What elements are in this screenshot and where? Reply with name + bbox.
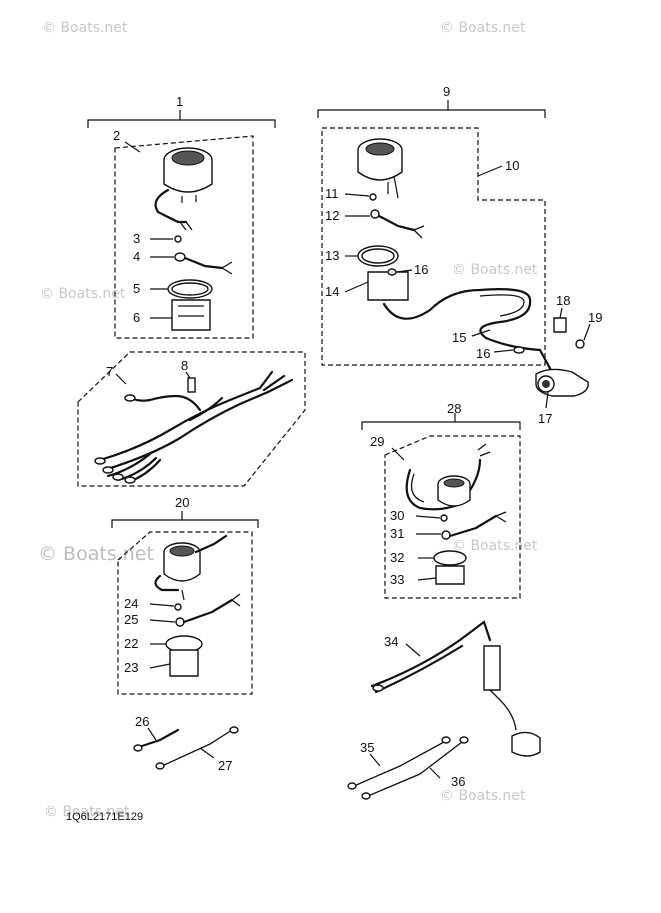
callout-22: 22: [124, 636, 138, 651]
callout-4: 4: [133, 249, 140, 264]
callout-19: 19: [588, 310, 602, 325]
group-35-36: [347, 736, 469, 800]
callout-labels: 1 2 3 4 5 6 7 8 9 10 11 12 13 14 15 16 1…: [106, 84, 602, 789]
callout-12: 12: [325, 208, 339, 223]
callout-7: 7: [106, 364, 113, 379]
callout-6: 6: [133, 310, 140, 325]
callout-36: 36: [451, 774, 465, 789]
callout-9: 9: [443, 84, 450, 99]
wire-harness-icon: [98, 370, 294, 484]
callout-23: 23: [124, 660, 138, 675]
callout-24: 24: [124, 596, 138, 611]
callout-11: 11: [325, 186, 339, 201]
callout-32: 32: [390, 550, 404, 565]
callout-26: 26: [135, 714, 149, 729]
tachometer-icon: [357, 138, 403, 199]
callout-16-upper: 16: [414, 262, 428, 277]
callout-8: 8: [181, 358, 188, 373]
callout-27: 27: [218, 758, 232, 773]
group-1: [87, 110, 276, 339]
callout-25: 25: [124, 612, 138, 627]
group-7: [77, 351, 306, 487]
watermark-mid-right: © Boats.net: [452, 262, 538, 278]
watermark-bottom-right: © Boats.net: [440, 788, 526, 804]
callout-15: 15: [452, 330, 466, 345]
watermarks: © Boats.net © Boats.net © Boats.net © Bo…: [38, 20, 538, 820]
watermark-left-large: © Boats.net: [38, 543, 154, 565]
callout-35: 35: [360, 740, 374, 755]
group-28: [361, 413, 521, 599]
sensor-icon: [535, 307, 591, 409]
callout-14: 14: [325, 284, 339, 299]
group-34: [370, 620, 541, 757]
watermark-bottom-left: © Boats.net: [44, 804, 130, 820]
callout-33: 33: [390, 572, 404, 587]
callout-31: 31: [390, 526, 404, 541]
group-26-27: [133, 726, 239, 770]
watermark-top-right: © Boats.net: [440, 20, 526, 36]
watermark-right-mid: © Boats.net: [452, 538, 538, 554]
callout-1: 1: [176, 94, 183, 109]
callout-18: 18: [556, 293, 570, 308]
callout-5: 5: [133, 281, 140, 296]
callout-29: 29: [370, 434, 384, 449]
gauge-icon: [163, 147, 213, 203]
watermark-mid-left: © Boats.net: [40, 286, 126, 302]
callout-28: 28: [447, 401, 461, 416]
group-20: [111, 511, 259, 695]
callout-16-lower: 16: [476, 346, 490, 361]
callout-13: 13: [325, 248, 339, 263]
watermark-top-left: © Boats.net: [42, 20, 128, 36]
drawing-code: 1Q6L2171E129: [66, 811, 143, 823]
callout-17: 17: [538, 411, 552, 426]
callout-20: 20: [175, 495, 189, 510]
group-9: [317, 100, 554, 374]
callout-10: 10: [505, 158, 519, 173]
callout-3: 3: [133, 231, 140, 246]
callout-30: 30: [390, 508, 404, 523]
callout-2: 2: [113, 128, 120, 143]
callout-34: 34: [384, 634, 398, 649]
